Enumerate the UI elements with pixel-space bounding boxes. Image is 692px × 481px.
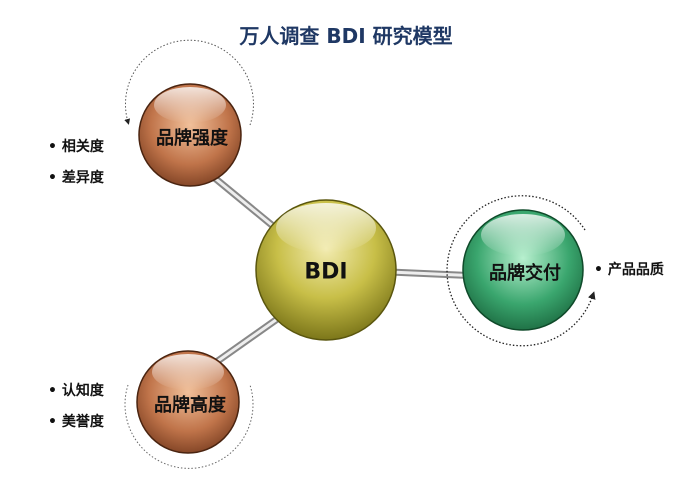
bullet-item: • 差异度 — [48, 170, 104, 186]
diagram-title: 万人调查 BDI 研究模型 — [239, 24, 453, 48]
bullet-item: • 美誉度 — [48, 414, 104, 430]
sphere-brand-strength — [138, 83, 242, 187]
bullet-item: • 相关度 — [48, 139, 104, 155]
cycle-arrow-ring — [124, 39, 254, 126]
cycle-arrow-ring — [446, 195, 596, 347]
node-label-brand-strength: 品牌强度 — [156, 128, 228, 149]
cycle-arrow-ring — [124, 384, 254, 469]
bullet-item: • 产品品质 — [594, 262, 664, 278]
sphere-bdi — [255, 199, 397, 341]
node-label-brand-delivery: 品牌交付 — [489, 263, 561, 284]
sphere-brand-delivery — [462, 209, 584, 331]
sphere-brand-height — [136, 350, 240, 454]
node-label-bdi: BDI — [304, 259, 348, 285]
node-label-brand-height: 品牌高度 — [154, 395, 226, 416]
bullet-item: • 认知度 — [48, 383, 104, 399]
